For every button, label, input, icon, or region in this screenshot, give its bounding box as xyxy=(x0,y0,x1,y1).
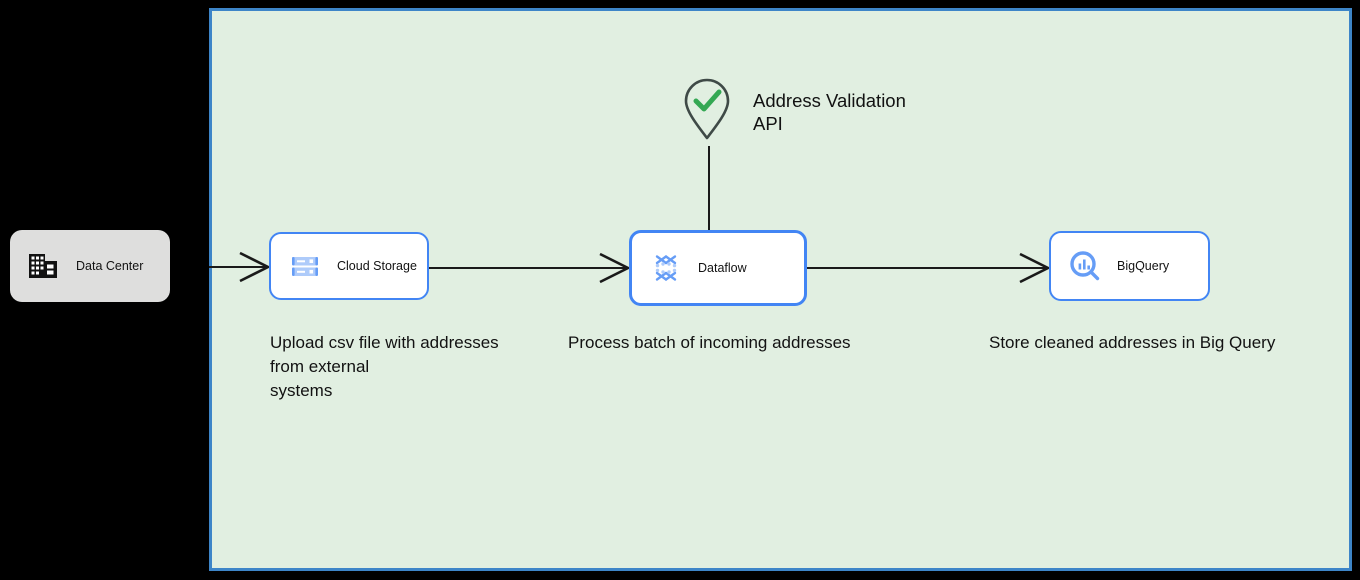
node-label: Dataflow xyxy=(698,261,747,275)
map-pin-check-icon xyxy=(684,78,730,140)
caption-bigquery: Store cleaned addresses in Big Query xyxy=(989,333,1276,352)
dataflow-icon xyxy=(655,255,677,281)
node-cloud-storage[interactable]: Cloud Storage xyxy=(269,232,429,300)
node-label: BigQuery xyxy=(1117,259,1170,273)
bigquery-icon xyxy=(1070,251,1100,281)
node-label: Data Center xyxy=(76,259,144,273)
building-icon xyxy=(29,254,57,278)
node-label: Address Validation API xyxy=(753,90,906,134)
node-data-center[interactable]: Data Center xyxy=(10,230,170,302)
caption-cloud-storage: Upload csv file with addresses from exte… xyxy=(270,333,499,400)
caption-dataflow: Process batch of incoming addresses xyxy=(568,333,851,352)
node-address-validation-api[interactable]: Address Validation API xyxy=(683,78,906,140)
node-dataflow[interactable]: Dataflow xyxy=(629,230,807,306)
node-bigquery[interactable]: BigQuery xyxy=(1049,231,1210,301)
cloud-storage-icon xyxy=(292,257,318,276)
node-label: Cloud Storage xyxy=(337,259,417,273)
